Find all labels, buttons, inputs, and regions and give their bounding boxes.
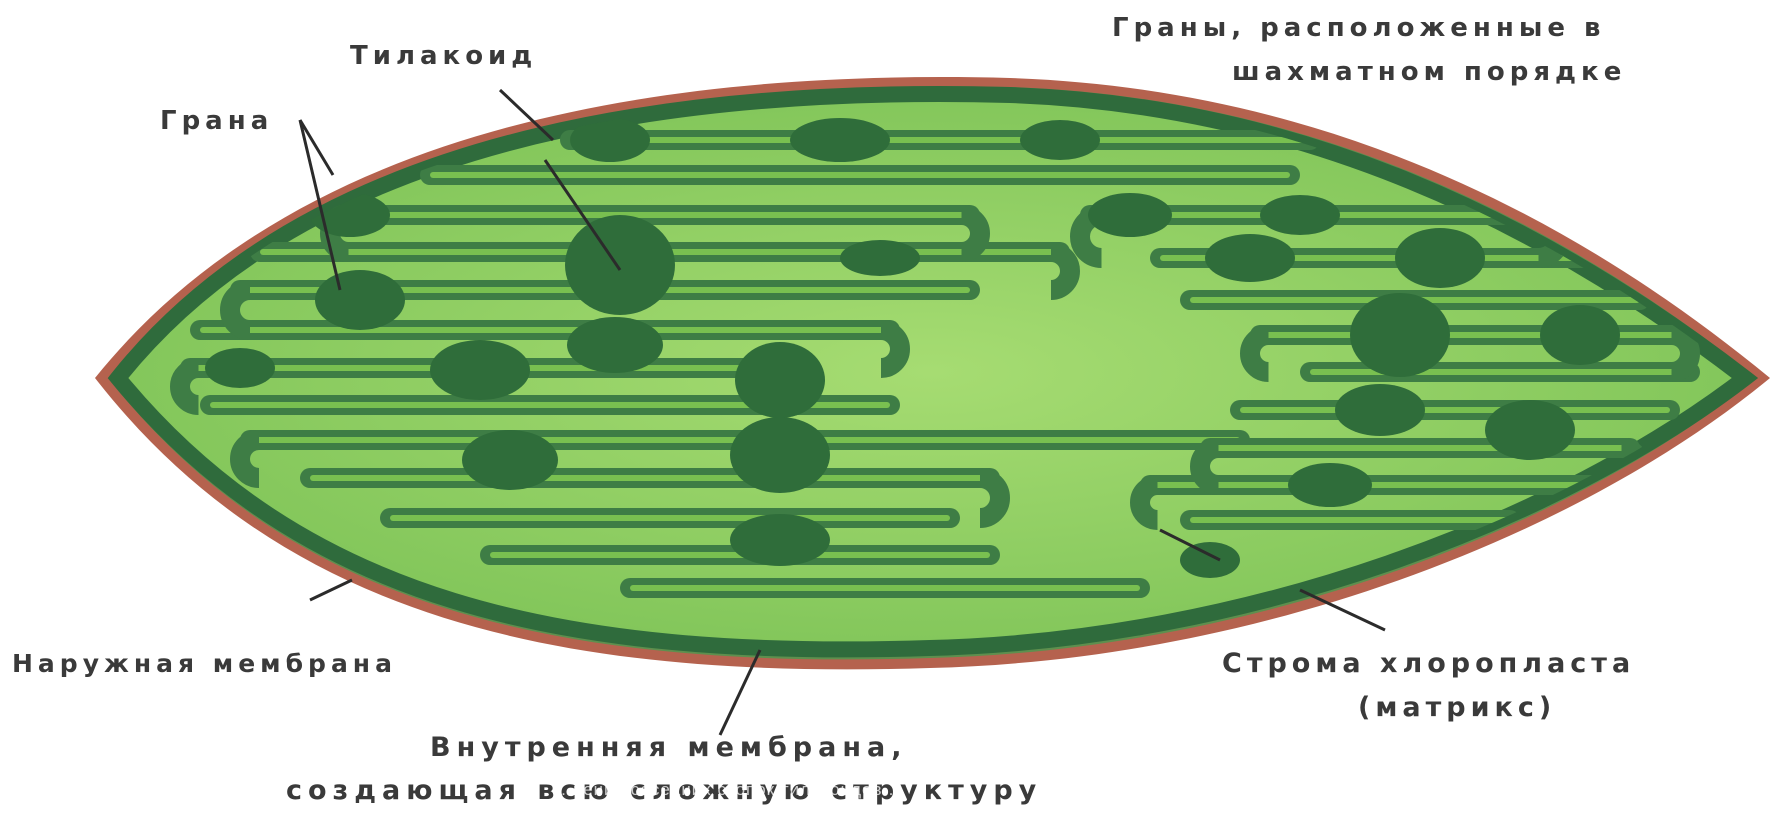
granum-stack: [1020, 120, 1100, 160]
label-stroma: Строма хлоропласта: [1222, 648, 1635, 679]
label-stroma-matrix: (матрикс): [1358, 692, 1556, 723]
granum-stack: [565, 215, 675, 315]
granum-stack: [790, 118, 890, 162]
thylakoid-lumen: [200, 327, 890, 333]
label-naruzhnaya-membrana: Наружная мембрана: [12, 650, 397, 679]
label-grany-shakhmatno-2: шахматном порядке: [1232, 58, 1626, 88]
granum-stack: [1088, 193, 1172, 237]
granum-stack: [205, 348, 275, 388]
granum-stack: [1260, 195, 1340, 235]
granum-stack: [840, 240, 920, 276]
granum-stack: [462, 430, 558, 490]
granum-stack: [1180, 542, 1240, 578]
thylakoid-lumen: [340, 212, 970, 218]
label-grana: Грана: [160, 107, 273, 137]
thylakoid-lumen: [570, 137, 1310, 143]
thylakoid-lumen: [1190, 517, 1510, 523]
thylakoid-lumen: [310, 475, 990, 481]
granum-stack: [1350, 293, 1450, 377]
granum-stack: [567, 317, 663, 373]
leader-line: [310, 580, 352, 600]
granum-stack: [1288, 463, 1372, 507]
granum-stack: [730, 514, 830, 566]
watermark-caption: …пение соседних стопок тилакоидов…: [555, 780, 901, 800]
label-grany-shakhmatno-1: Граны, расположенные в: [1112, 14, 1606, 44]
granum-stack: [735, 342, 825, 418]
granum-stack: [430, 340, 530, 400]
granum-stack: [1335, 384, 1425, 436]
thylakoid-lumen: [1310, 369, 1690, 375]
granum-stack: [1485, 400, 1575, 460]
label-vnutrennyaya-membrana: Внутренняя мембрана,: [430, 732, 908, 763]
thylakoid-lumen: [630, 585, 1140, 591]
thylakoid-lumen: [1240, 407, 1670, 413]
thylakoid-lumen: [390, 515, 950, 521]
thylakoid-lumen: [430, 172, 1290, 178]
granum-stack: [1395, 228, 1485, 288]
granum-stack: [1205, 234, 1295, 282]
granum-stack: [730, 417, 830, 493]
granum-stack: [315, 270, 405, 330]
granum-stack: [1540, 305, 1620, 365]
label-tilakoid: Тилакоид: [350, 42, 537, 72]
